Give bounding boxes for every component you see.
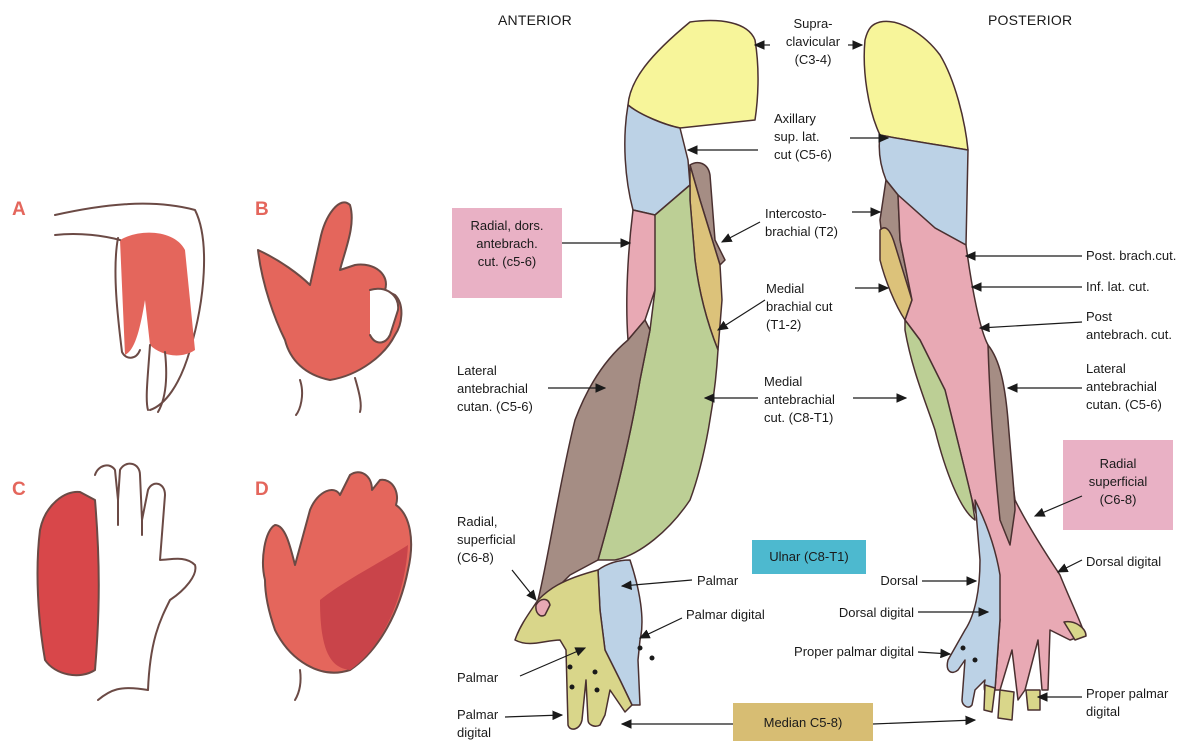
arrow-palmar-digital-median: [505, 715, 562, 717]
panel-letter-d: D: [255, 479, 269, 500]
label-radial-dors: Radial, dors. antebrach. cut. (c5-6): [452, 217, 562, 271]
panel-letter-c: C: [12, 479, 26, 500]
label-proper-palmar-left: Proper palmar digital: [740, 643, 914, 661]
label-lateral-antebrachial-post: Lateral antebrachial cutan. (C5-6): [1086, 360, 1162, 414]
ant-median-dot: [593, 670, 598, 675]
ant-median-dot: [595, 688, 600, 693]
label-dorsal-digital-right: Dorsal digital: [1086, 553, 1161, 571]
heading-anterior: ANTERIOR: [498, 11, 572, 29]
label-intercostobrachial: Intercosto- brachial (T2): [765, 205, 838, 241]
label-supraclavicular: Supra- clavicular (C3-4): [773, 15, 853, 69]
label-medial-brachial: Medial brachial cut (T1-2): [766, 280, 832, 334]
hand-panel-c: [38, 464, 196, 700]
arrow-medial-brachial-ant: [718, 300, 765, 330]
post-ulnar-dot: [973, 658, 978, 663]
label-palmar-median: Palmar: [457, 669, 498, 687]
label-post-brach: Post. brach.cut.: [1086, 247, 1176, 265]
ant-ulnar-dot: [638, 646, 643, 651]
post-median-tip-2: [1026, 690, 1040, 710]
post-ulnar-dot: [961, 646, 966, 651]
label-median: Median C5-8): [733, 714, 873, 732]
arrow-median-post: [873, 720, 975, 724]
arrow-post-antebrach: [980, 322, 1082, 328]
panel-letter-a: A: [12, 199, 26, 220]
label-palmar-digital-ulnar: Palmar digital: [686, 606, 765, 624]
hand-panel-b: [258, 202, 401, 415]
label-medial-antebrachial: Medial antebrachial cut. (C8-T1): [764, 373, 835, 427]
arrow-proper-palmar-left: [918, 652, 950, 654]
post-median-tip-4: [984, 685, 995, 712]
label-inf-lat: Inf. lat. cut.: [1086, 278, 1150, 296]
label-dorsal: Dorsal: [840, 572, 918, 590]
post-median-tip-3: [998, 690, 1014, 720]
arrow-dorsal-digital-right: [1058, 560, 1082, 572]
label-axillary: Axillary sup. lat. cut (C5-6): [774, 110, 832, 164]
label-dorsal-digital-left: Dorsal digital: [780, 604, 914, 622]
ant-supraclavicular-region: [628, 21, 758, 128]
heading-posterior: POSTERIOR: [988, 11, 1072, 29]
label-ulnar: Ulnar (C8-T1): [752, 548, 866, 566]
arrow-intercosto-ant: [722, 222, 760, 242]
panel-letter-b: B: [255, 199, 269, 220]
arrow-radial-sup-ant: [512, 570, 536, 600]
hand-panel-a: [55, 204, 204, 412]
ant-median-dot: [570, 685, 575, 690]
arrow-palmar-digital-ulnar: [640, 618, 682, 638]
label-palmar-ulnar: Palmar: [697, 572, 738, 590]
label-radial-superficial-ant: Radial, superficial (C6-8): [457, 513, 516, 567]
label-lateral-antebrachial-ant: Lateral antebrachial cutan. (C5-6): [457, 362, 533, 416]
label-radial-superficial-post: Radial superficial (C6-8): [1063, 455, 1173, 509]
ant-median-dot: [568, 665, 573, 670]
hand-panel-d: [263, 472, 411, 700]
post-supraclavicular-region: [864, 21, 968, 150]
label-post-antebrach: Post antebrach. cut.: [1086, 308, 1172, 344]
label-proper-palmar-right: Proper palmar digital: [1086, 685, 1168, 721]
ant-ulnar-dot: [650, 656, 655, 661]
label-palmar-digital-median: Palmar digital: [457, 706, 498, 742]
